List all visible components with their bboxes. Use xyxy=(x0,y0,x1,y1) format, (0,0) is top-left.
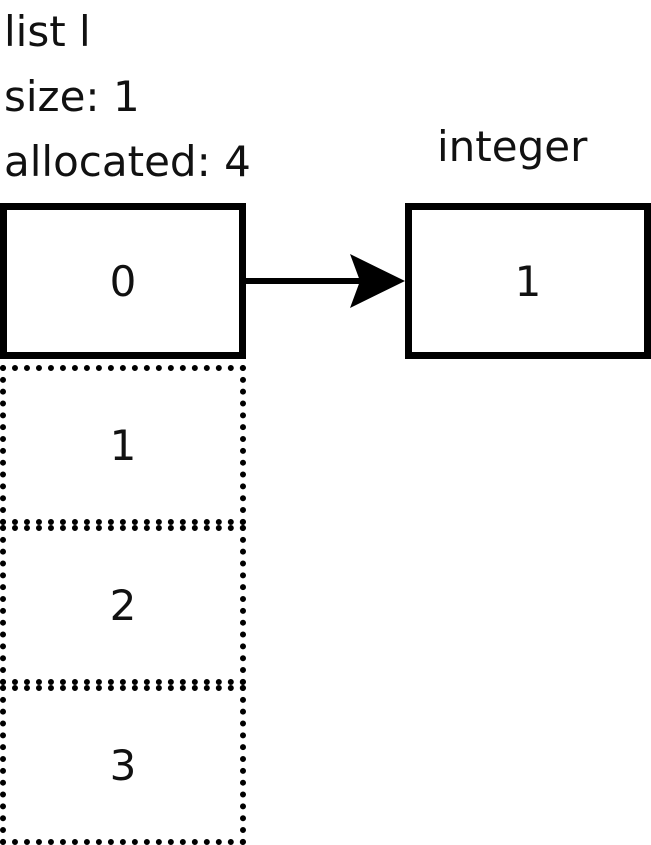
list-slot-free: 3 xyxy=(0,685,246,845)
slot-index-label: 1 xyxy=(109,420,137,470)
integer-object-box: 1 xyxy=(405,203,651,359)
list-slot-free: 1 xyxy=(0,365,246,525)
slot-index-label: 0 xyxy=(109,256,137,306)
slot-index-label: 3 xyxy=(109,740,137,790)
list-slot-used: 0 xyxy=(0,203,246,359)
list-allocated-label: allocated: 4 xyxy=(4,137,251,186)
integer-value-label: 1 xyxy=(514,256,542,306)
list-slot-free: 2 xyxy=(0,525,246,685)
slot-index-label: 2 xyxy=(109,580,137,630)
pointer-arrow-head xyxy=(350,254,405,308)
integer-type-label: integer xyxy=(437,122,588,171)
list-name-label: list l xyxy=(4,7,91,56)
list-size-label: size: 1 xyxy=(4,72,140,121)
